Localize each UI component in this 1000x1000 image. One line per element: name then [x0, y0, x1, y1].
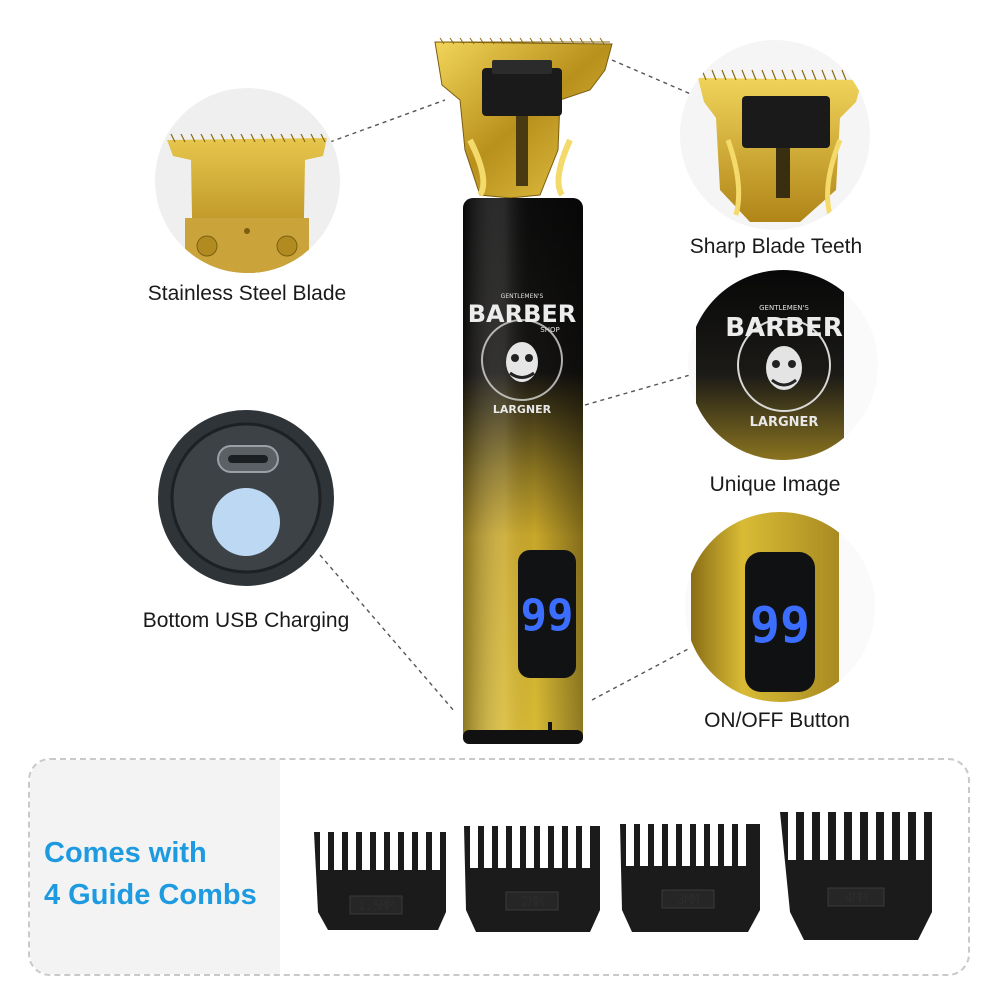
led-display: 99: [521, 590, 574, 641]
guide-comb-1: [314, 832, 446, 930]
svg-text:99: 99: [521, 590, 574, 641]
barber-logo: GENTLEMEN'S BARBER SHOP LARGNER: [468, 293, 577, 416]
unique-image-detail: GENTLEMEN'S BARBER LARGNER: [688, 270, 878, 460]
guide-combs: 1.5MM 2MM 3MM 4MM: [314, 812, 932, 940]
usb-c-port-icon: [217, 445, 279, 473]
svg-text:BARBER: BARBER: [725, 313, 843, 343]
svg-text:99: 99: [750, 596, 810, 654]
sharp-teeth-detail: [680, 40, 870, 230]
svg-text:SHOP: SHOP: [540, 326, 559, 334]
svg-text:GENTLEMEN'S: GENTLEMEN'S: [759, 304, 809, 312]
usb-charging-caption: Bottom USB Charging: [142, 609, 350, 632]
guide-comb-4: [780, 812, 932, 940]
guide-comb-2: [464, 826, 600, 932]
comb-label-4: 4MM: [845, 891, 868, 906]
stainless-blade-detail: [155, 88, 340, 273]
sharp-teeth-caption: Sharp Blade Teeth: [689, 235, 863, 258]
stainless-blade-caption: Stainless Steel Blade: [147, 282, 347, 305]
hair-trimmer: GENTLEMEN'S BARBER SHOP LARGNER 99: [434, 37, 613, 744]
on-off-detail: 99: [685, 512, 875, 702]
comb-label-1: 1.5MM: [358, 899, 395, 914]
on-off-caption: ON/OFF Button: [704, 709, 850, 732]
leader-lines: [319, 59, 701, 713]
guide-combs-panel: Comes with 4 Guide Combs: [28, 758, 970, 976]
combs-title-area: [30, 760, 280, 974]
comb-label-3: 3MM: [677, 893, 700, 908]
usb-charging-detail: [158, 410, 334, 586]
combs-title: Comes with 4 Guide Combs: [44, 832, 284, 916]
svg-text:LARGNER: LARGNER: [493, 403, 552, 416]
svg-text:GENTLEMEN'S: GENTLEMEN'S: [501, 293, 544, 300]
svg-text:LARGNER: LARGNER: [750, 415, 819, 430]
unique-image-caption: Unique Image: [709, 473, 841, 496]
combs-title-line2: 4 Guide Combs: [44, 879, 257, 911]
svg-text:BARBER: BARBER: [468, 300, 577, 328]
guide-comb-3: [620, 824, 760, 932]
combs-title-line1: Comes with: [44, 837, 207, 869]
comb-label-2: 2MM: [521, 895, 544, 910]
